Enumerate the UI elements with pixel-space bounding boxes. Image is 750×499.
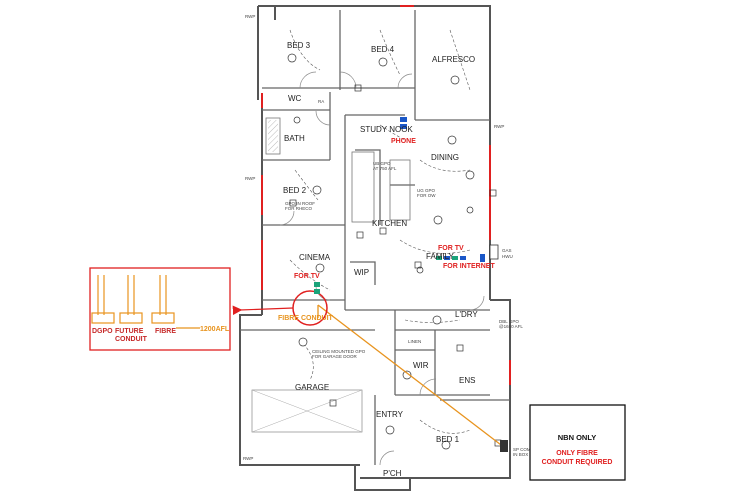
gas-hwu-box [489, 244, 499, 260]
room-linen: LINEN [408, 339, 421, 344]
room-garage: GARAGE [295, 383, 329, 392]
detail-dgpo: DGPO [92, 328, 113, 335]
room-ra: RA [318, 99, 324, 104]
garage-door-diagonal [251, 389, 363, 433]
meter-box [500, 440, 508, 452]
electrical-circuits [289, 29, 471, 434]
label-for-internet: FOR INTERNET [443, 263, 495, 270]
room-bed4: BED 4 [371, 45, 395, 54]
label-phone: PHONE [391, 138, 416, 145]
ceiling-lights [287, 53, 475, 450]
room-entry: ENTRY [376, 410, 404, 419]
room-wir: WIR [413, 361, 429, 370]
interior-walls [240, 10, 510, 465]
future-line1: FUTURE [115, 328, 144, 335]
note-rwp-2: RWP [245, 176, 255, 181]
note-rwp-4: RWP [494, 124, 504, 129]
label-for-tv-cinema: FOR TV [294, 273, 320, 280]
detail-dimension: 1200AFL [200, 326, 230, 333]
family-outlets-icon [436, 254, 485, 262]
note-gpo-afl: DBL GPO@1650 AFL [499, 319, 523, 329]
bath-tub [265, 117, 281, 155]
nbn-note-box: NBN ONLY ONLY FIBRE CONDUIT REQUIRED [529, 404, 626, 481]
room-bath: BATH [284, 134, 305, 143]
room-family: FAMILY [426, 252, 455, 261]
note-rwp-1: RWP [245, 14, 255, 19]
note-rwp-3: RWP [243, 456, 253, 461]
room-pch: P'CH [383, 469, 402, 478]
door-swings [279, 71, 485, 466]
bath-tub-inner [268, 120, 278, 152]
room-ldry: L'DRY [455, 310, 478, 319]
detail-fibre: FIBRE [155, 328, 176, 335]
future-line2: CONDUIT [115, 336, 148, 343]
kitchen-bench [351, 151, 375, 223]
room-dining: DINING [431, 153, 459, 162]
room-study-nook: STUDY NOOK [360, 125, 413, 134]
note-only-fibre: ONLY FIBRE [556, 450, 598, 457]
room-wip: WIP [354, 268, 369, 277]
garage-door [251, 389, 363, 433]
room-bed3: BED 3 [287, 41, 311, 50]
room-bed1: BED 1 [436, 435, 460, 444]
phone-socket-icon [400, 117, 407, 129]
room-wc: WC [288, 94, 302, 103]
note-conduit-required: CONDUIT REQUIRED [542, 459, 613, 466]
room-cinema: CINEMA [299, 253, 331, 262]
callout-arrow [232, 305, 294, 316]
room-alfresco: ALFRESCO [432, 55, 475, 64]
fibre-route-line [317, 304, 506, 449]
room-kitchen: KITCHEN [372, 219, 407, 228]
label-for-tv-family: FOR TV [438, 245, 464, 252]
tv-icon-cinema [314, 282, 320, 294]
room-ens: ENS [459, 376, 475, 385]
kitchen-island [389, 159, 411, 221]
gas-hwu-line1: GAS [502, 248, 512, 253]
note-nbn-only: NBN ONLY [558, 433, 596, 442]
gas-hwu-line2: HWU [502, 254, 513, 259]
room-bed2: BED 2 [283, 186, 307, 195]
label-fibre-conduit: FIBRE CONDUIT [278, 315, 334, 322]
